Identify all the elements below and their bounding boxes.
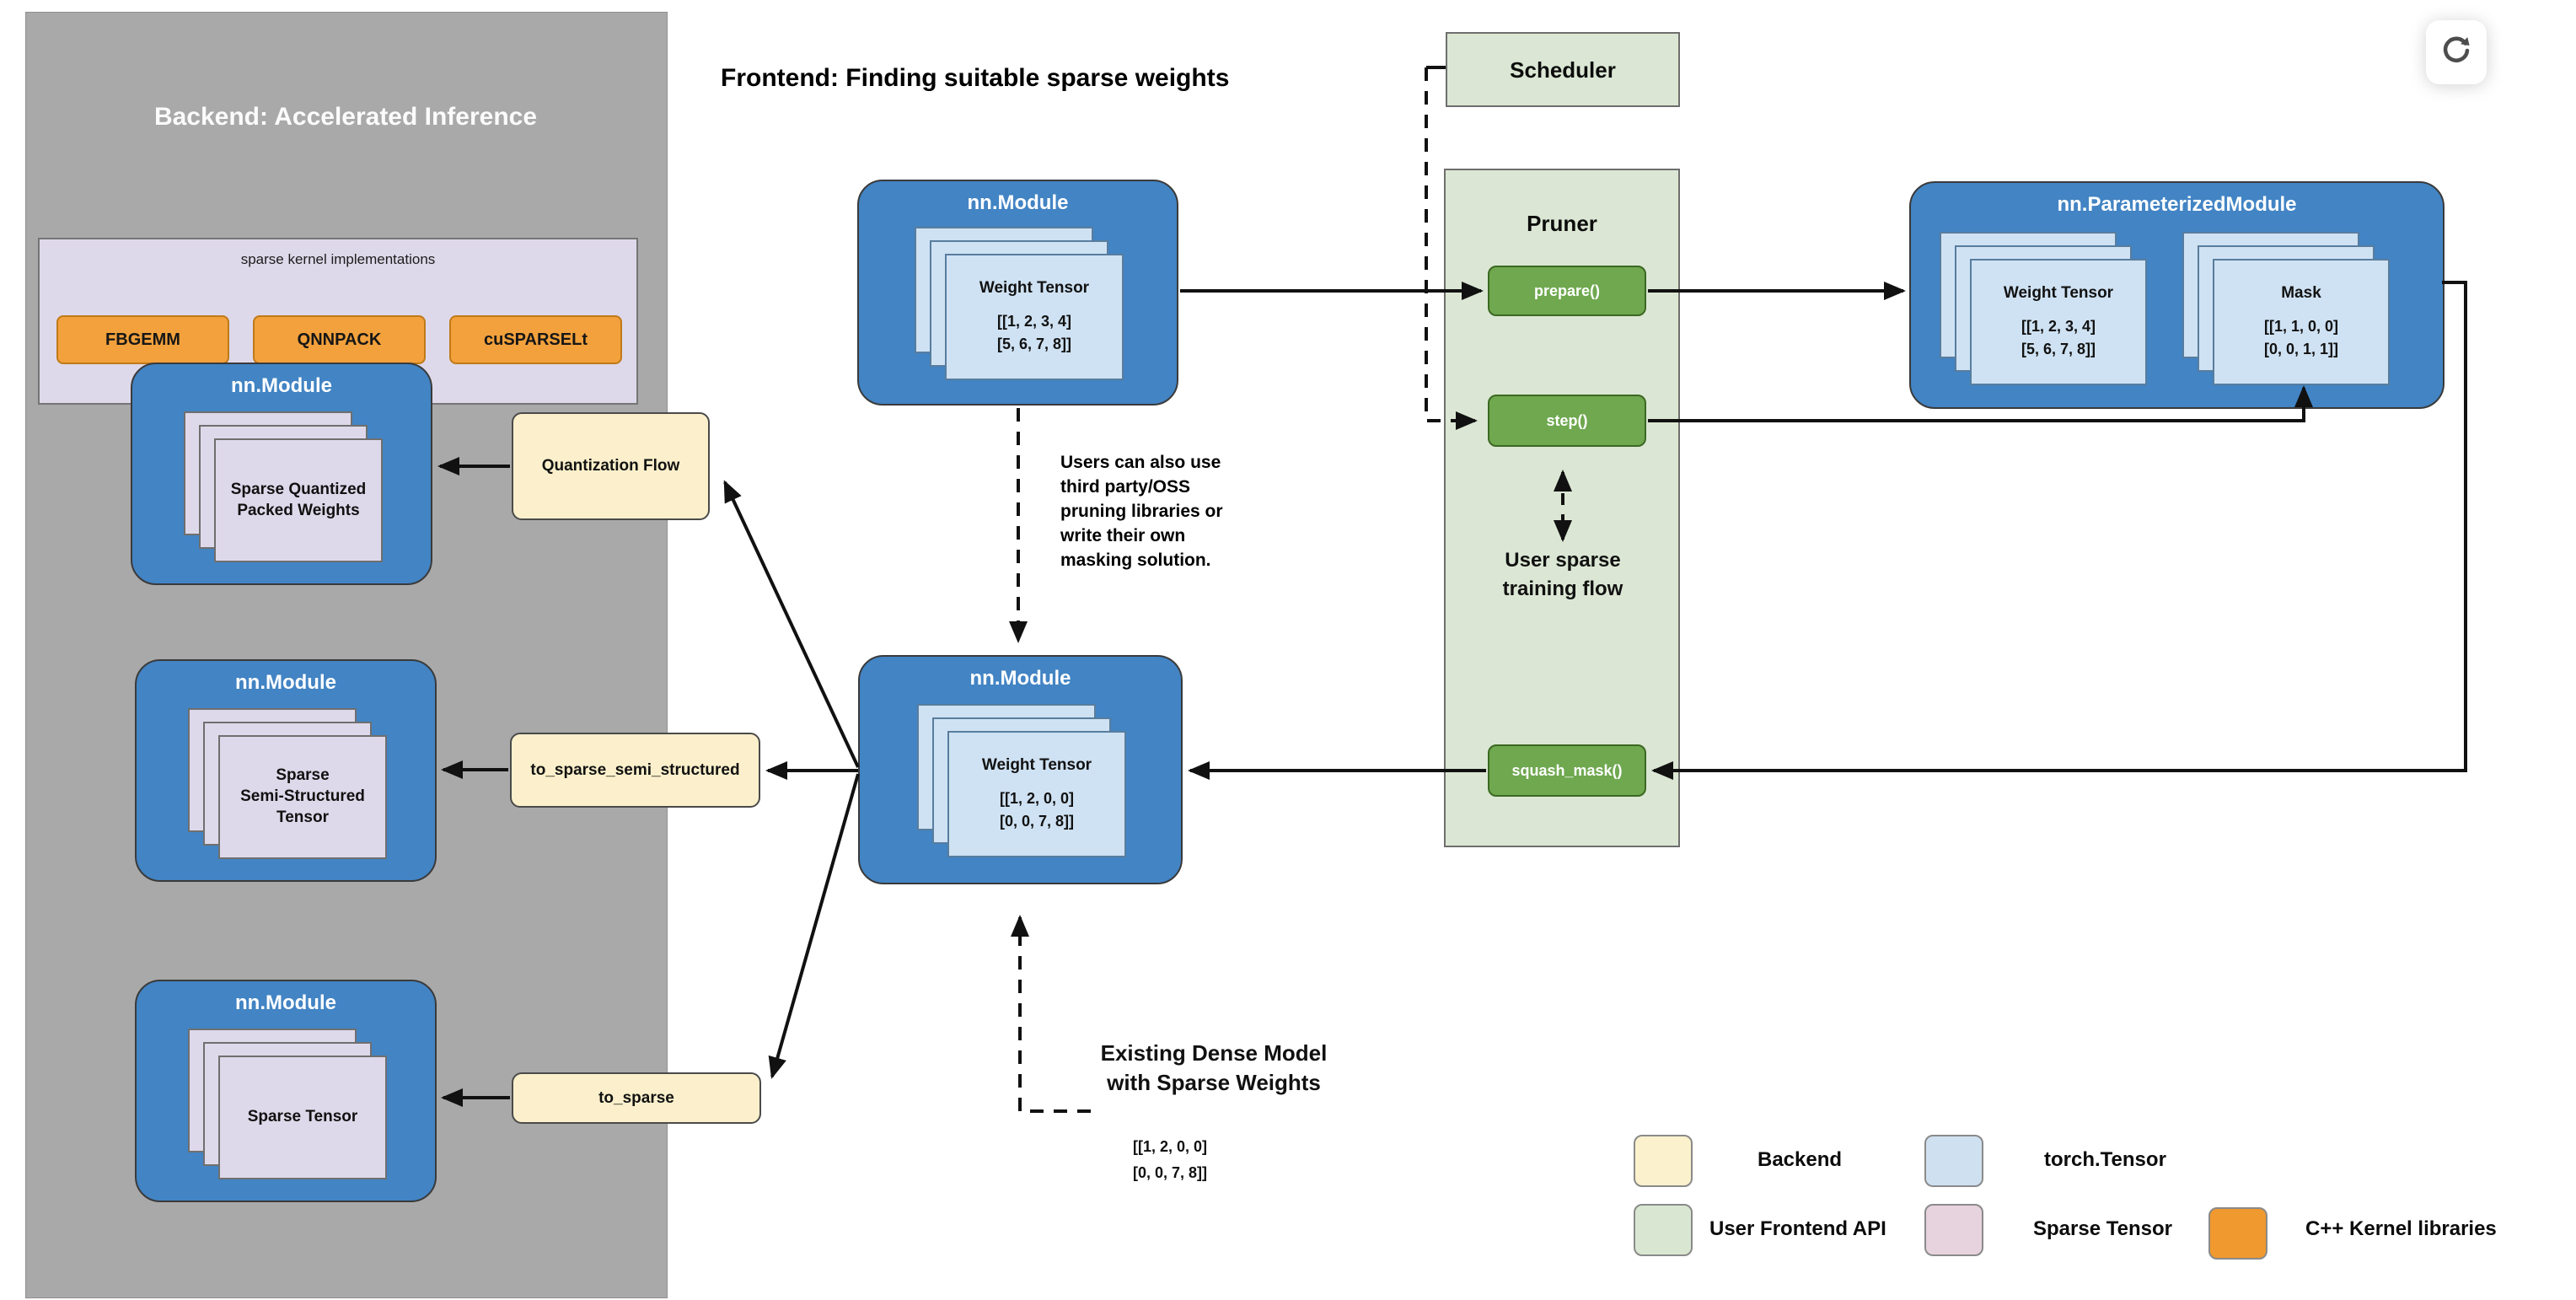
- flow-box-to-sparse: to_sparse: [512, 1072, 761, 1124]
- existing-dense-model-matrix: [[1, 2, 0, 0] [0, 0, 7, 8]]: [1086, 1134, 1254, 1185]
- flow-box-quantization: Quantization Flow: [512, 412, 710, 520]
- matrix-row: [5, 6, 7, 8]]: [2021, 340, 2096, 357]
- existing-dense-model-label: Existing Dense Model with Sparse Weights: [1079, 1039, 1349, 1098]
- legend-swatch-backend: [1634, 1135, 1693, 1187]
- note-third-party: Users can also use third party/OSS pruni…: [1060, 451, 1271, 573]
- module-title: nn.Module: [235, 671, 336, 694]
- card-title: Weight Tensor: [981, 756, 1092, 775]
- mask-stack: Mask [[1, 1, 0, 0] [0, 0, 1, 1]]: [2182, 232, 2390, 385]
- legend-label-torch-tensor: torch.Tensor: [2044, 1148, 2166, 1171]
- module-title: nn.Module: [231, 374, 332, 397]
- refresh-button[interactable]: [2426, 20, 2487, 84]
- scheduler-box: Scheduler: [1446, 32, 1680, 107]
- legend-label-user-frontend-api: User Frontend API: [1709, 1217, 1886, 1240]
- kernel-cusparselt: cuSPARSELt: [449, 315, 622, 364]
- module-title: nn.ParameterizedModule: [2057, 193, 2297, 216]
- matrix-row: [0, 0, 1, 1]]: [2263, 340, 2339, 357]
- arrow-module-to-to-sparse: [768, 773, 860, 1079]
- step-button: step(): [1488, 395, 1646, 447]
- stack-card-front: Mask [[1, 1, 0, 0] [0, 0, 1, 1]]: [2213, 259, 2390, 385]
- note-line: write their own: [1060, 525, 1186, 545]
- matrix-row: [5, 6, 7, 8]]: [996, 335, 1072, 352]
- card-line: Sparse: [276, 766, 330, 785]
- legend-label-sparse-tensor: Sparse Tensor: [2033, 1217, 2172, 1240]
- matrix-row: [[1, 2, 0, 0]: [999, 790, 1075, 808]
- legend-swatch-torch-tensor: [1924, 1135, 1983, 1187]
- legend-swatch-cpp-kernel: [2208, 1207, 2267, 1260]
- stack-card-front: Weight Tensor [[1, 2, 3, 4] [5, 6, 7, 8]…: [945, 254, 1124, 380]
- card-line: Packed Weights: [237, 501, 360, 519]
- kernel-qnnpack: QNNPACK: [253, 315, 426, 364]
- module-parameterized: nn.ParameterizedModule Weight Tensor [[1…: [1909, 181, 2445, 409]
- module-sparse-semi-structured: nn.Module Sparse Semi-Structured Tensor: [135, 659, 437, 882]
- label-line: with Sparse Weights: [1107, 1070, 1321, 1096]
- backend-title: Backend: Accelerated Inference: [153, 103, 538, 131]
- user-sparse-training-flow-label: User sparse training flow: [1462, 546, 1664, 603]
- module-title: nn.Module: [235, 991, 336, 1014]
- frontend-title: Frontend: Finding suitable sparse weight…: [721, 64, 1230, 92]
- note-line: masking solution.: [1060, 550, 1211, 570]
- weight-tensor-stack: Weight Tensor [[1, 2, 3, 4] [5, 6, 7, 8]…: [1940, 232, 2147, 385]
- prepare-button: prepare(): [1488, 266, 1646, 316]
- tensor-stack: Sparse Tensor: [188, 1029, 387, 1179]
- card-title: Mask: [2281, 284, 2321, 303]
- stack-card-front: Sparse Tensor: [218, 1056, 387, 1179]
- module-sparse-quantized: nn.Module Sparse Quantized Packed Weight…: [131, 363, 432, 585]
- label-line: Existing Dense Model: [1100, 1040, 1328, 1066]
- tensor-stack: Sparse Quantized Packed Weights: [184, 411, 383, 562]
- stack-card-front: Weight Tensor [[1, 2, 3, 4] [5, 6, 7, 8]…: [1970, 259, 2147, 385]
- module-sparse-weights: nn.Module Weight Tensor [[1, 2, 0, 0] [0…: [858, 655, 1183, 884]
- legend-label-cpp-kernel: C++ Kernel libraries: [2305, 1217, 2497, 1240]
- card-line: Sparse Tensor: [247, 1108, 358, 1126]
- tensor-stack: Weight Tensor [[1, 2, 0, 0] [0, 0, 7, 8]…: [917, 704, 1126, 857]
- note-line: third party/OSS: [1060, 476, 1191, 497]
- card-line: Semi-Structured: [240, 787, 365, 806]
- tensor-stack: Sparse Semi-Structured Tensor: [188, 708, 387, 859]
- scheduler-title: Scheduler: [1510, 57, 1616, 83]
- note-line: Users can also use: [1060, 453, 1221, 472]
- refresh-icon: [2439, 33, 2474, 73]
- stack-card-front: Weight Tensor [[1, 2, 0, 0] [0, 0, 7, 8]…: [947, 731, 1126, 857]
- legend-swatch-user-frontend-api: [1634, 1204, 1693, 1256]
- matrix-row: [[1, 2, 3, 4]: [2021, 318, 2096, 336]
- kernel-fbgemm: FBGEMM: [56, 315, 229, 364]
- matrix-row: [0, 0, 7, 8]]: [1132, 1163, 1208, 1181]
- label-line: User sparse: [1505, 549, 1621, 572]
- matrix-row: [[1, 2, 3, 4]: [996, 313, 1072, 330]
- legend-label-backend: Backend: [1758, 1148, 1843, 1171]
- pruner-title: Pruner: [1527, 211, 1597, 236]
- note-line: pruning libraries or: [1060, 501, 1223, 521]
- matrix-row: [[1, 2, 0, 0]: [1132, 1138, 1208, 1155]
- card-title: Weight Tensor: [979, 279, 1090, 298]
- module-sparse-tensor: nn.Module Sparse Tensor: [135, 980, 437, 1202]
- stack-card-front: Sparse Semi-Structured Tensor: [218, 735, 387, 859]
- flow-box-to-sparse-semi-structured: to_sparse_semi_structured: [510, 733, 760, 808]
- tensor-stack: Weight Tensor [[1, 2, 3, 4] [5, 6, 7, 8]…: [915, 227, 1124, 380]
- module-dense-weights: nn.Module Weight Tensor [[1, 2, 3, 4] [5…: [857, 180, 1178, 406]
- card-line: Sparse Quantized: [230, 480, 367, 498]
- module-title: nn.Module: [969, 667, 1071, 690]
- card-title: Weight Tensor: [2003, 284, 2114, 303]
- squash-mask-button: squash_mask(): [1488, 744, 1646, 797]
- sparse-kernel-label: sparse kernel implementations: [240, 251, 436, 267]
- legend-swatch-sparse-tensor: [1924, 1204, 1983, 1256]
- module-title: nn.Module: [967, 191, 1069, 214]
- label-line: training flow: [1502, 577, 1623, 600]
- matrix-row: [0, 0, 7, 8]]: [999, 812, 1075, 830]
- arrow-module-to-quantization-flow: [723, 480, 860, 768]
- stack-card-front: Sparse Quantized Packed Weights: [214, 438, 383, 562]
- card-line: Tensor: [276, 808, 329, 826]
- matrix-row: [[1, 1, 0, 0]: [2263, 318, 2339, 336]
